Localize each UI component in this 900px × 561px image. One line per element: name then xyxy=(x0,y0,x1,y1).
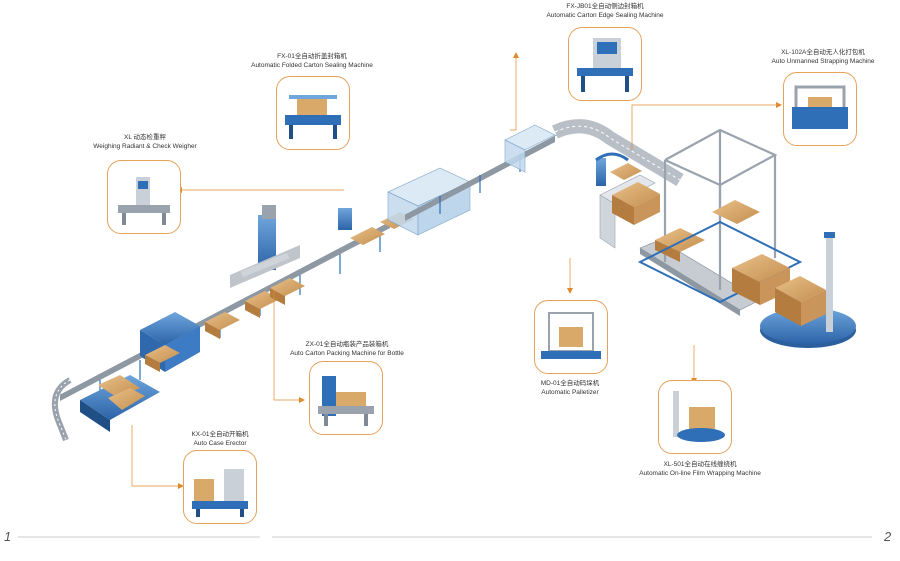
thumb-palletizer xyxy=(534,300,608,374)
erector-icon xyxy=(192,469,248,517)
caption-packing-en: Auto Carton Packing Machine for Bottle xyxy=(290,350,404,357)
packing-icon xyxy=(318,376,374,426)
caption-folded-en: Automatic Folded Carton Sealing Machine xyxy=(251,62,373,69)
folded-sealer-icon xyxy=(285,95,341,139)
thumb-erector xyxy=(183,450,257,524)
bottle-gantry xyxy=(230,205,300,288)
case-erector-machine xyxy=(80,375,160,432)
caption-strapping-en: Auto Unmanned Strapping Machine xyxy=(771,58,875,65)
caption-packing-cn: ZX-01全自动瓶装产品装箱机 xyxy=(305,341,389,348)
caption-edge-cn: FX-JB01全自动侧边封箱机 xyxy=(566,3,644,10)
caption-weigher-cn: XL 动态检重秤 xyxy=(123,134,166,141)
thumb-edge-sealer xyxy=(568,27,642,101)
thumb-folded-sealer xyxy=(276,76,350,150)
thumb-packing xyxy=(309,361,383,435)
thumb-wrapping xyxy=(658,380,732,454)
caption-erector-en: Auto Case Erector xyxy=(193,440,247,447)
caption-palletizer-en: Automatic Palletizer xyxy=(541,389,599,396)
caption-wrapping: XL-501全自动在线缠绕机 Automatic On-line Film Wr… xyxy=(625,460,775,478)
caption-edge-en: Automatic Carton Edge Sealing Machine xyxy=(546,12,664,19)
caption-folded-cn: FX-01全自动折盖封箱机 xyxy=(277,53,347,60)
wrapping-turntable xyxy=(732,232,856,348)
caption-wrapping-cn: XL-501全自动在线缠绕机 xyxy=(663,461,737,468)
caption-palletizer-cn: MD-01全自动码垛机 xyxy=(540,380,600,387)
caption-erector: KX-01全自动开箱机 Auto Case Erector xyxy=(160,430,280,448)
caption-folded: FX-01全自动折盖封箱机 Automatic Folded Carton Se… xyxy=(232,52,392,70)
palletizer-icon xyxy=(541,312,601,359)
folded-sealer-enclosure xyxy=(387,167,471,236)
caption-weigher: XL 动态检重秤 Weighing Radiant & Check Weighe… xyxy=(60,133,230,151)
thumb-weigher xyxy=(107,160,181,234)
weigher-icon xyxy=(118,177,170,225)
caption-strapping-cn: XL-102A全自动无人化打包机 xyxy=(781,49,865,56)
strapping-icon xyxy=(792,85,848,129)
page-number-left: 1 xyxy=(4,529,12,544)
conveyor-right-section xyxy=(552,119,761,316)
caption-erector-cn: KX-01全自动开箱机 xyxy=(191,431,249,438)
page-number-right: 2 xyxy=(884,529,892,544)
caption-packing: ZX-01全自动瓶装产品装箱机 Auto Carton Packing Mach… xyxy=(277,340,417,358)
thumb-strapping xyxy=(783,72,857,146)
strapping-arch xyxy=(595,152,642,186)
caption-wrapping-en: Automatic On-line Film Wrapping Machine xyxy=(639,470,761,477)
caption-strapping: XL-102A全自动无人化打包机 Auto Unmanned Strapping… xyxy=(748,48,898,66)
caption-palletizer: MD-01全自动码垛机 Automatic Palletizer xyxy=(510,379,630,397)
caption-edge: FX-JB01全自动侧边封箱机 Automatic Carton Edge Se… xyxy=(525,2,685,20)
caption-weigher-en: Weighing Radiant & Check Weigher xyxy=(93,143,197,150)
palletizer-frame xyxy=(599,128,803,304)
wrapping-icon xyxy=(673,391,725,442)
edge-sealer-icon xyxy=(577,38,633,92)
